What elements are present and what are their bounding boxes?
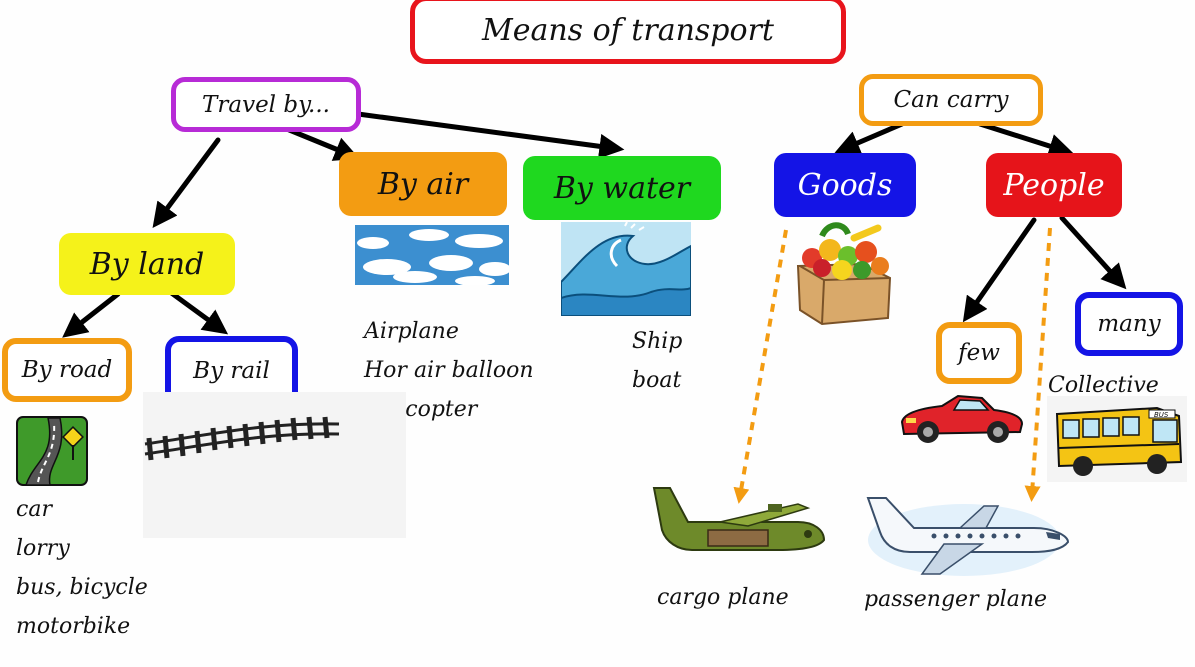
node-by-air-label: By air xyxy=(377,166,469,202)
node-can-carry-label: Can carry xyxy=(893,87,1009,113)
air-item-airplane: Airplane xyxy=(364,319,459,344)
rail-picture-panel xyxy=(143,392,406,538)
node-few: few xyxy=(936,322,1022,384)
node-by-water-label: By water xyxy=(553,170,691,206)
page-title: Means of transport xyxy=(482,12,774,48)
node-people: People xyxy=(986,153,1122,217)
road-item-motorbike: motorbike xyxy=(16,614,131,639)
node-few-label: few xyxy=(958,340,1000,366)
sky-clouds-picture xyxy=(355,225,509,285)
ocean-waves-picture xyxy=(561,222,691,316)
arrow-land-to-rail xyxy=(163,286,229,335)
node-travel-by: Travel by... xyxy=(171,77,361,132)
node-travel-by-label: Travel by... xyxy=(202,91,330,118)
school-bus-picture: BUS xyxy=(1055,406,1183,476)
node-by-road-label: By road xyxy=(21,357,113,383)
node-can-carry: Can carry xyxy=(859,74,1043,126)
collective-label: Collective xyxy=(1048,373,1159,398)
node-goods-label: Goods xyxy=(797,167,893,203)
road-list: car lorry bus, bicycle motorbike xyxy=(16,490,148,646)
passenger-plane-label: passenger plane xyxy=(864,587,1048,612)
bus-sign-text: BUS xyxy=(1154,411,1169,419)
node-by-air: By air xyxy=(339,152,507,216)
cargo-plane-label: cargo plane xyxy=(657,585,789,610)
arrow-travel-to-water xyxy=(355,111,625,159)
arrow-carry-to-people xyxy=(977,121,1074,159)
arrow-people-to-few xyxy=(962,217,1037,323)
arrow-travel-to-land xyxy=(152,137,221,229)
road-item-car: car xyxy=(16,497,52,522)
passenger-plane-picture xyxy=(866,497,1070,576)
arrow-people-to-many xyxy=(1059,215,1127,290)
dashed-arrow-goods-to-cargo xyxy=(733,229,788,504)
water-item-ship: Ship xyxy=(632,329,683,354)
road-icon xyxy=(16,416,88,486)
arrow-carry-to-goods xyxy=(834,121,905,155)
node-many: many xyxy=(1075,292,1183,356)
node-people-label: People xyxy=(1003,167,1105,203)
road-item-bus-bicycle: bus, bicycle xyxy=(16,575,148,600)
red-car-picture xyxy=(900,394,1024,443)
node-by-land: By land xyxy=(59,233,235,295)
water-item-boat: boat xyxy=(632,368,682,393)
node-by-land-label: By land xyxy=(89,246,205,282)
node-by-road: By road xyxy=(2,338,132,402)
node-many-label: many xyxy=(1097,311,1161,337)
road-item-lorry: lorry xyxy=(16,536,70,561)
water-list: Ship boat xyxy=(632,322,682,400)
node-by-water: By water xyxy=(523,156,721,220)
title-box: Means of transport xyxy=(410,0,846,64)
arrow-land-to-road xyxy=(62,291,121,338)
railway-track-icon xyxy=(144,416,340,461)
cargo-plane-picture xyxy=(652,487,826,551)
node-goods: Goods xyxy=(774,153,916,217)
node-by-rail-label: By rail xyxy=(193,358,270,384)
air-item-balloon: Hor air balloon xyxy=(364,358,534,383)
fruit-crate-picture xyxy=(796,222,892,326)
